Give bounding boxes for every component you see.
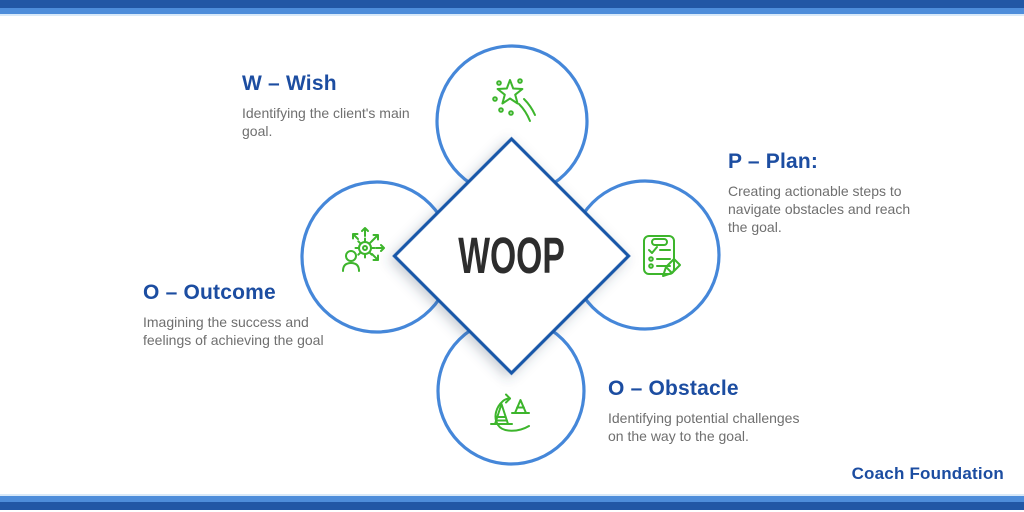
bottom-border-light-stripe (0, 494, 1024, 496)
description-line: navigate obstacles and reach (728, 201, 911, 217)
description-line: goal. (242, 123, 273, 139)
traffic-cones-path-icon (490, 393, 530, 432)
section-outcome-description: Imagining the success and feelings of ac… (143, 313, 373, 349)
description-line: Identifying potential challenges (608, 410, 800, 426)
description-line: Creating actionable steps to (728, 183, 902, 199)
top-border-light-stripe (0, 14, 1024, 16)
center-diamond (392, 136, 631, 376)
shooting-star-icon (492, 78, 536, 122)
section-obstacle: O – Obstacle Identifying potential chall… (608, 377, 848, 445)
section-plan-title: P – Plan: (728, 150, 819, 173)
bottom-border-padding (0, 510, 1024, 512)
top-border (0, 0, 1024, 16)
top-border-dark-stripe (0, 0, 1024, 8)
bottom-border (0, 494, 1024, 512)
checklist-pencil-icon (643, 235, 681, 277)
section-outcome-title: O – Outcome (143, 281, 276, 304)
top-border-medium-stripe (0, 8, 1024, 14)
bottom-border-medium-stripe (0, 496, 1024, 502)
person-gear-arrows-icon (342, 227, 385, 272)
center-label: WOOP (458, 227, 565, 284)
section-outcome: O – Outcome Imagining the success and fe… (143, 281, 373, 349)
brand-name: Coach Foundation (851, 464, 1004, 483)
description-line: the goal. (728, 219, 782, 235)
description-line: Imagining the success and (143, 314, 309, 330)
section-wish-description: Identifying the client's main goal. (242, 104, 452, 140)
section-wish: W – Wish Identifying the client's main g… (242, 72, 452, 140)
section-plan-description: Creating actionable steps to navigate ob… (728, 182, 948, 236)
section-obstacle-description: Identifying potential challenges on the … (608, 409, 848, 445)
description-line: Identifying the client's main (242, 105, 410, 121)
description-line: feelings of achieving the goal (143, 332, 324, 348)
bottom-border-dark-stripe (0, 502, 1024, 510)
section-wish-title: W – Wish (242, 72, 337, 95)
description-line: on the way to the goal. (608, 428, 749, 444)
section-obstacle-title: O – Obstacle (608, 377, 739, 400)
section-plan: P – Plan: Creating actionable steps to n… (728, 150, 948, 236)
